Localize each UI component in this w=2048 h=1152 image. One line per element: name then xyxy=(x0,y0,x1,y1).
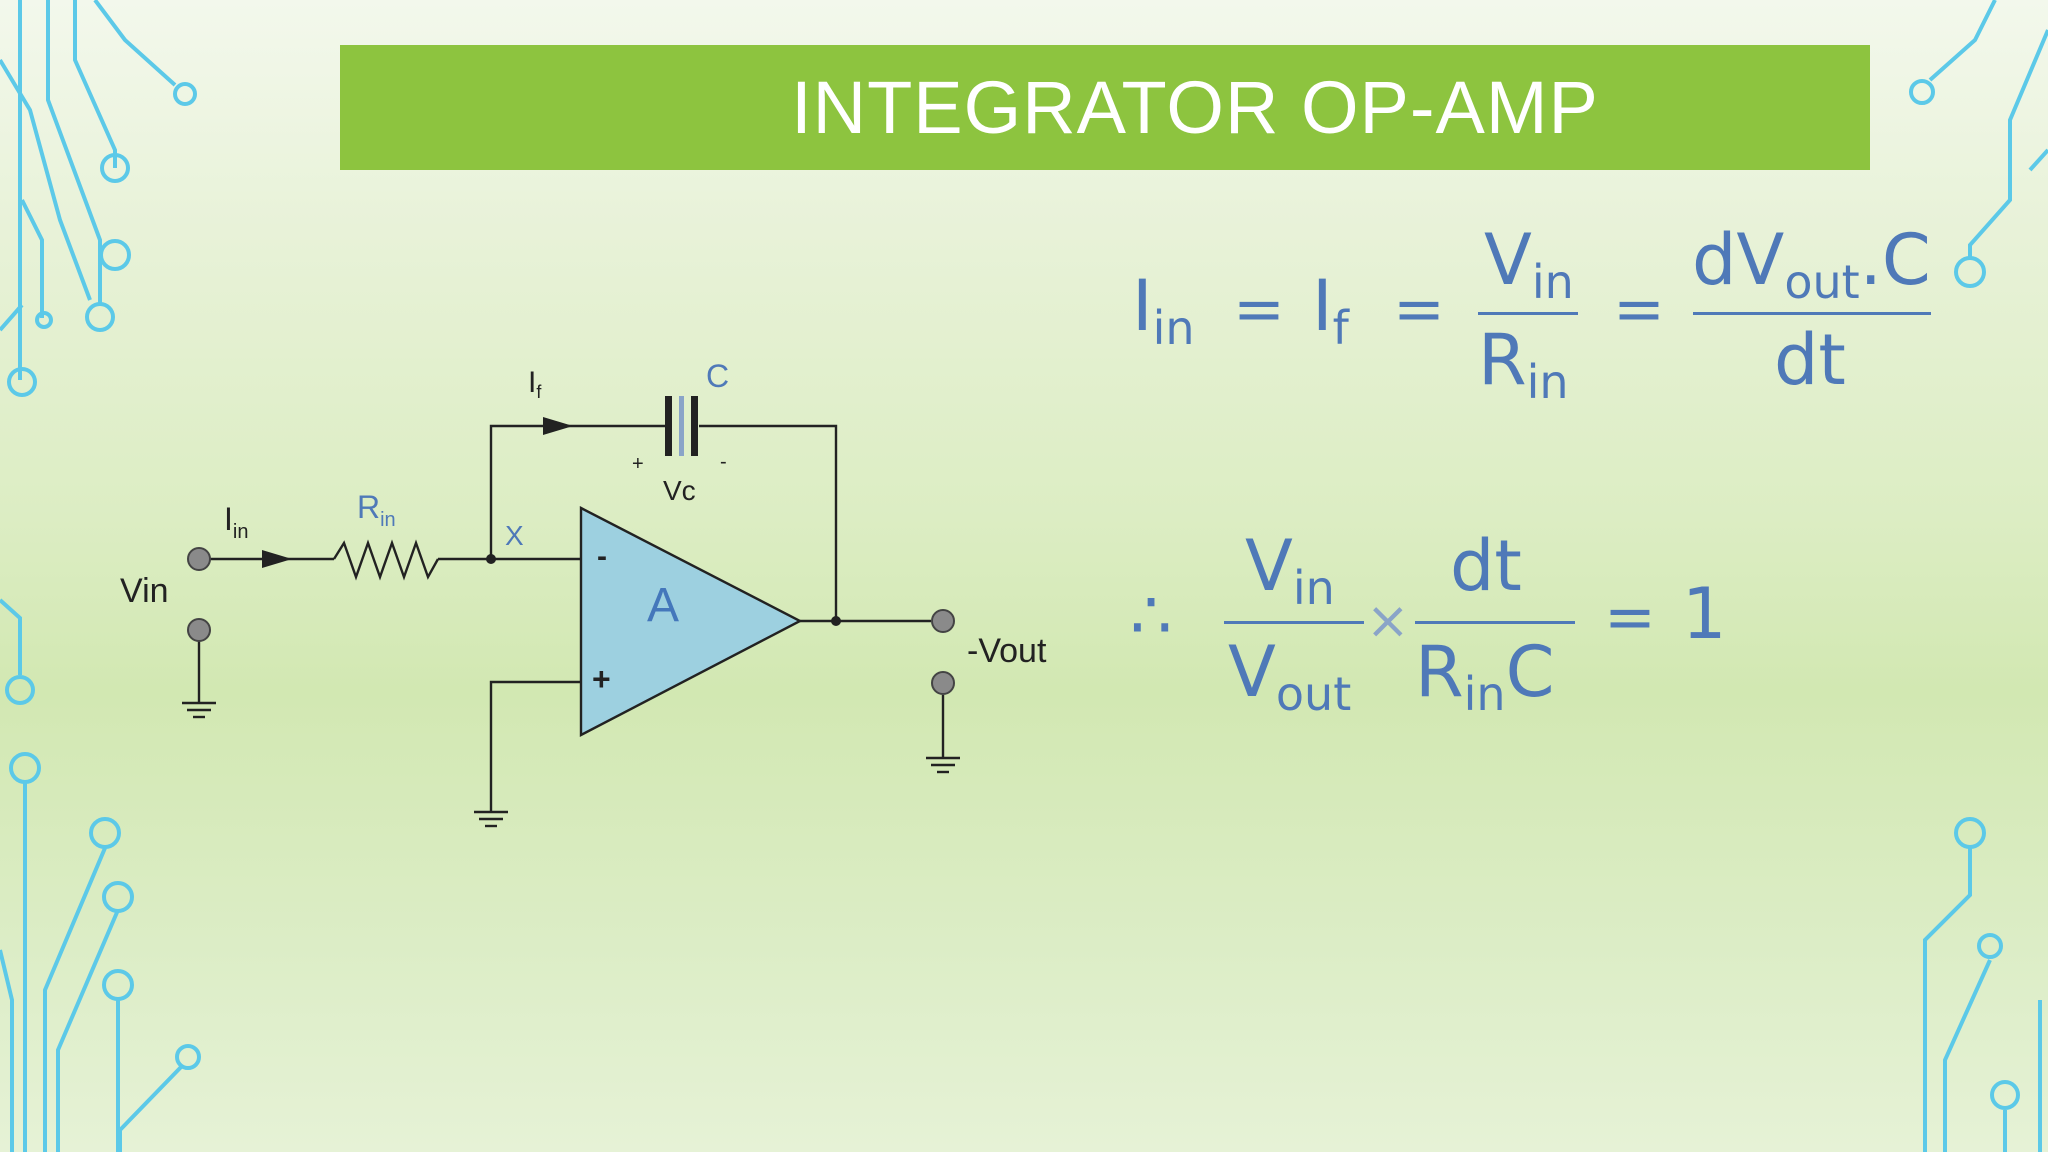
inverting-input-sign: - xyxy=(597,540,607,573)
eq2-frac1-numerator: Vin xyxy=(1245,525,1335,615)
capacitor-plus-sign: + xyxy=(632,453,644,475)
capacitor-label: C xyxy=(706,358,729,394)
eq1-frac2-denominator: dt xyxy=(1774,319,1846,401)
opamp-label: A xyxy=(647,579,679,632)
eq2-equals: = xyxy=(1604,580,1656,653)
eq1-equals-3: = xyxy=(1613,272,1665,345)
opamp-triangle xyxy=(579,506,803,737)
eq1-frac2-bar xyxy=(1693,312,1931,315)
noninverting-input-sign: + xyxy=(592,661,611,697)
feedback-current-arrow xyxy=(543,417,573,435)
ground-symbol-input xyxy=(182,701,216,719)
vin-terminal xyxy=(187,547,211,571)
eq1-equals-1: = xyxy=(1233,272,1285,345)
eq1-frac1-bar xyxy=(1478,312,1578,315)
eq2-therefore: ∴ xyxy=(1130,577,1172,654)
junction-x xyxy=(486,554,496,564)
eq2-times: × xyxy=(1366,591,1410,651)
eq1-i-f: If xyxy=(1312,265,1351,355)
resistor-label: Rin xyxy=(357,489,396,531)
feedback-wire-left xyxy=(489,424,668,559)
input-current-arrow xyxy=(262,550,292,568)
feedback-current-label: If xyxy=(528,366,542,402)
eq2-frac1-bar xyxy=(1224,621,1364,624)
capacitor-minus-sign: - xyxy=(720,451,727,473)
eq1-i-in: Iin xyxy=(1132,265,1195,355)
eq2-rhs: 1 xyxy=(1682,573,1727,655)
eq1-frac1-numerator: Vin xyxy=(1484,219,1574,309)
resistor-rin xyxy=(332,539,440,581)
eq1-frac2-numerator: dVout.C xyxy=(1692,219,1931,309)
node-x-label: X xyxy=(505,520,524,551)
title-bar: INTEGRATOR OP-AMP xyxy=(340,45,1870,170)
ground-symbol-noninverting xyxy=(474,810,508,828)
vout-label: -Vout xyxy=(967,632,1047,670)
eq2-frac1-denominator: Vout xyxy=(1228,631,1351,721)
vout-terminal xyxy=(931,609,955,633)
noninverting-input-wire xyxy=(489,680,581,812)
capacitor xyxy=(665,396,698,456)
equation-1: Iin = If = Vin Rin = dVout.C dt xyxy=(1132,219,1931,409)
eq2-frac2-numerator: dt xyxy=(1450,525,1522,607)
vout-ground-terminal xyxy=(931,671,955,695)
vin-ground-terminal xyxy=(187,618,211,642)
eq2-frac2-bar xyxy=(1415,621,1575,624)
eq1-equals-2: = xyxy=(1393,272,1445,345)
junction-output xyxy=(831,616,841,626)
eq1-frac1-denominator: Rin xyxy=(1478,319,1569,409)
eq2-frac2-denominator: RinC xyxy=(1415,631,1554,721)
capacitor-voltage-label: Vc xyxy=(663,475,696,506)
slide-title: INTEGRATOR OP-AMP xyxy=(791,66,1599,149)
vin-label: Vin xyxy=(120,572,169,610)
equation-2: ∴ Vin Vout × dt RinC = 1 xyxy=(1130,525,1727,721)
feedback-wire-right xyxy=(699,424,838,621)
ground-symbol-output xyxy=(926,756,960,774)
input-current-label: Iin xyxy=(224,501,248,543)
